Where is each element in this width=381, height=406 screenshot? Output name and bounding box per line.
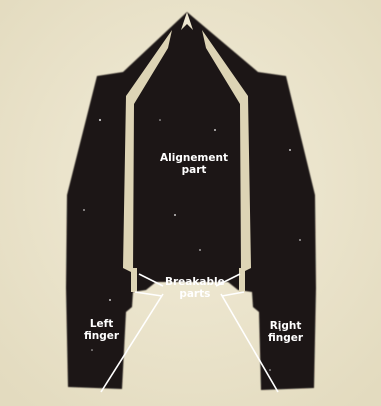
right-finger-label: Right finger: [268, 320, 303, 344]
breakable-label-line2: parts: [165, 288, 225, 300]
left-finger-label: Left finger: [84, 318, 119, 342]
breakable-label-line1: Breakable: [165, 276, 225, 288]
right-breakable-notch: [239, 268, 245, 292]
left-finger-label-line1: Left: [84, 318, 119, 330]
breakable-parts-label: Breakable parts: [165, 276, 225, 300]
alignment-part-label: Alignement part: [160, 152, 228, 176]
alignment-label-line1: Alignement: [160, 152, 228, 164]
right-finger-label-line2: finger: [268, 332, 303, 344]
left-finger-label-line2: finger: [84, 330, 119, 342]
left-breakable-notch: [131, 268, 137, 292]
alignment-label-line2: part: [160, 164, 228, 176]
right-finger-label-line1: Right: [268, 320, 303, 332]
